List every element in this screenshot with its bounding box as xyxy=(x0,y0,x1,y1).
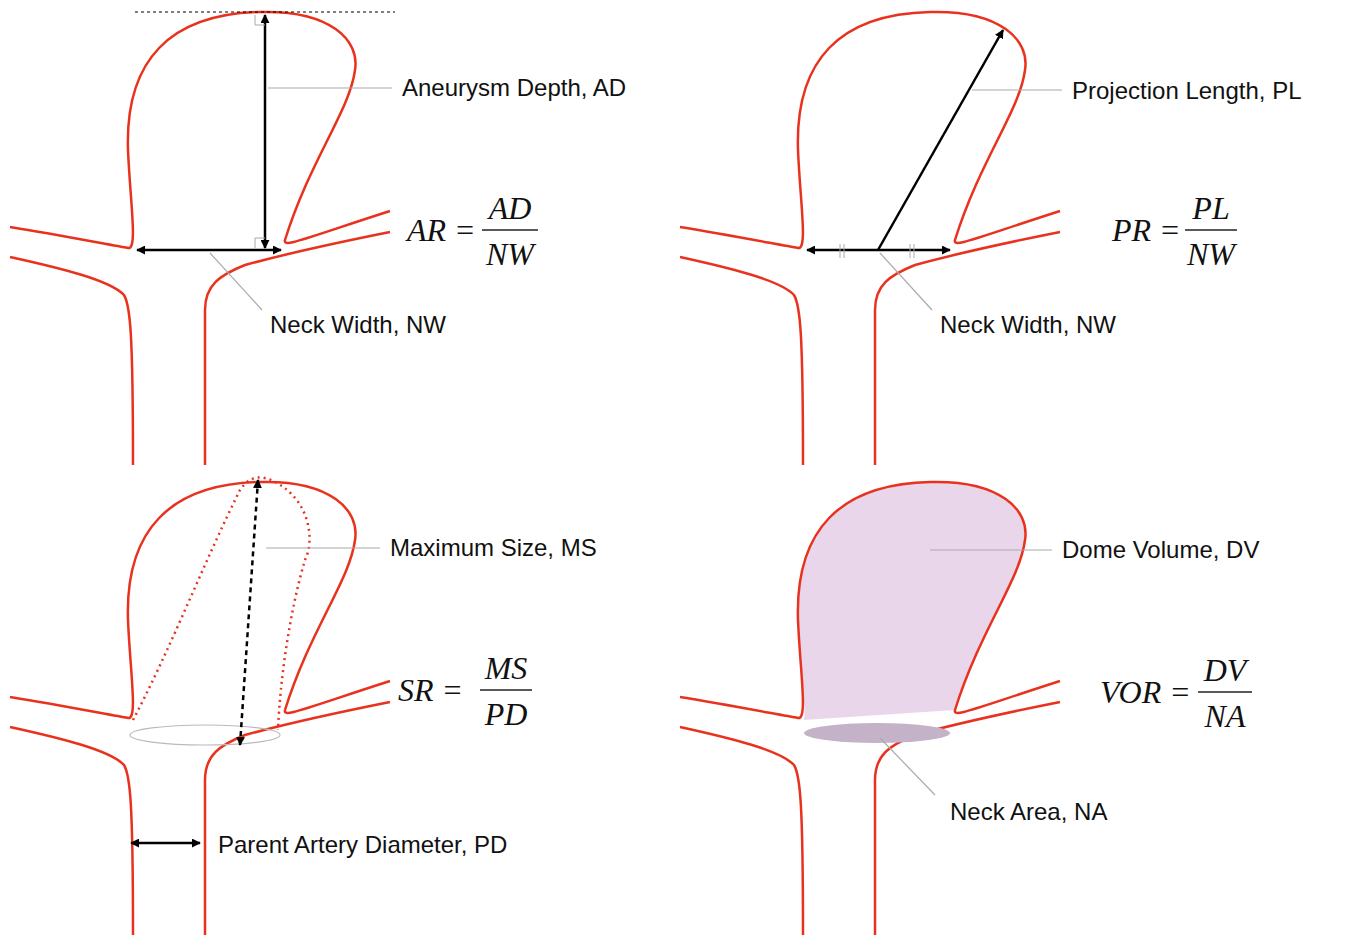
formula-lhs: VOR = xyxy=(1100,676,1191,708)
formula-lhs: PR = xyxy=(1112,214,1181,246)
dimension-label: Parent Artery Diameter, PD xyxy=(218,833,507,857)
formula-denominator: NW xyxy=(486,238,534,270)
formula-numerator: AD xyxy=(489,192,532,224)
formula-denominator: PD xyxy=(485,698,528,730)
formula-denominator: NW xyxy=(1187,238,1235,270)
dimension-label: Projection Length, PL xyxy=(1072,79,1302,103)
dimension-label: Neck Width, NW xyxy=(270,313,446,337)
formula-numerator: PL xyxy=(1192,192,1229,224)
dimension-label: Maximum Size, MS xyxy=(390,536,597,560)
formula-lhs: SR = xyxy=(398,674,463,706)
formula-numerator: MS xyxy=(485,652,528,684)
formula-numerator: DV xyxy=(1204,654,1247,686)
formula-denominator: NA xyxy=(1205,700,1246,732)
dimension-label: Dome Volume, DV xyxy=(1062,538,1259,562)
dimension-label: Aneurysm Depth, AD xyxy=(402,76,626,100)
dimension-label: Neck Area, NA xyxy=(950,800,1107,824)
formula-lhs: AR = xyxy=(407,214,476,246)
dimension-label: Neck Width, NW xyxy=(940,313,1116,337)
vessel-outline xyxy=(10,12,390,465)
